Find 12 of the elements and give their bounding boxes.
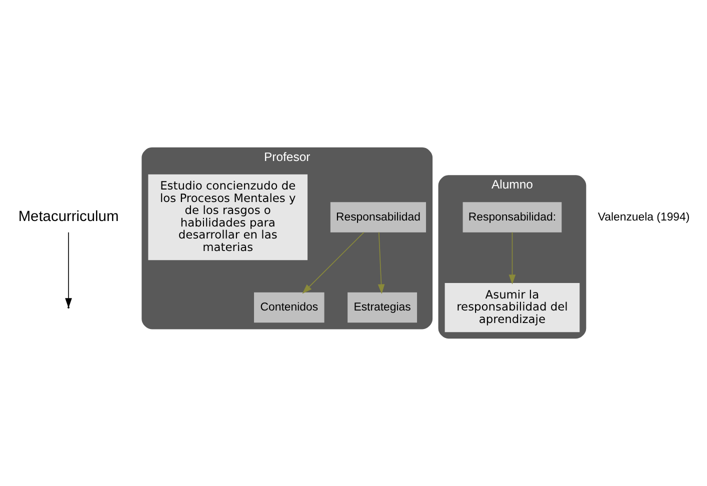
node-box: Responsabilidad bbox=[330, 202, 426, 232]
node-box: Asumir la responsabilidad del aprendizaje bbox=[444, 283, 580, 332]
label: Valenzuela (1994) bbox=[598, 211, 690, 224]
arrow bbox=[508, 232, 516, 284]
arrow bbox=[65, 232, 72, 308]
node-box: Responsabilidad: bbox=[462, 202, 562, 232]
node-text: Metacurriculum bbox=[18, 208, 119, 225]
node-box: Estudio concienzudo de los Procesos Mentales y de los rasgos o habilidades para desarrollar en las materias bbox=[148, 174, 308, 260]
node-box: Contenidos bbox=[254, 292, 324, 323]
arrow bbox=[302, 232, 364, 294]
node-box: Estrategias bbox=[348, 292, 418, 323]
arrow bbox=[378, 232, 385, 294]
